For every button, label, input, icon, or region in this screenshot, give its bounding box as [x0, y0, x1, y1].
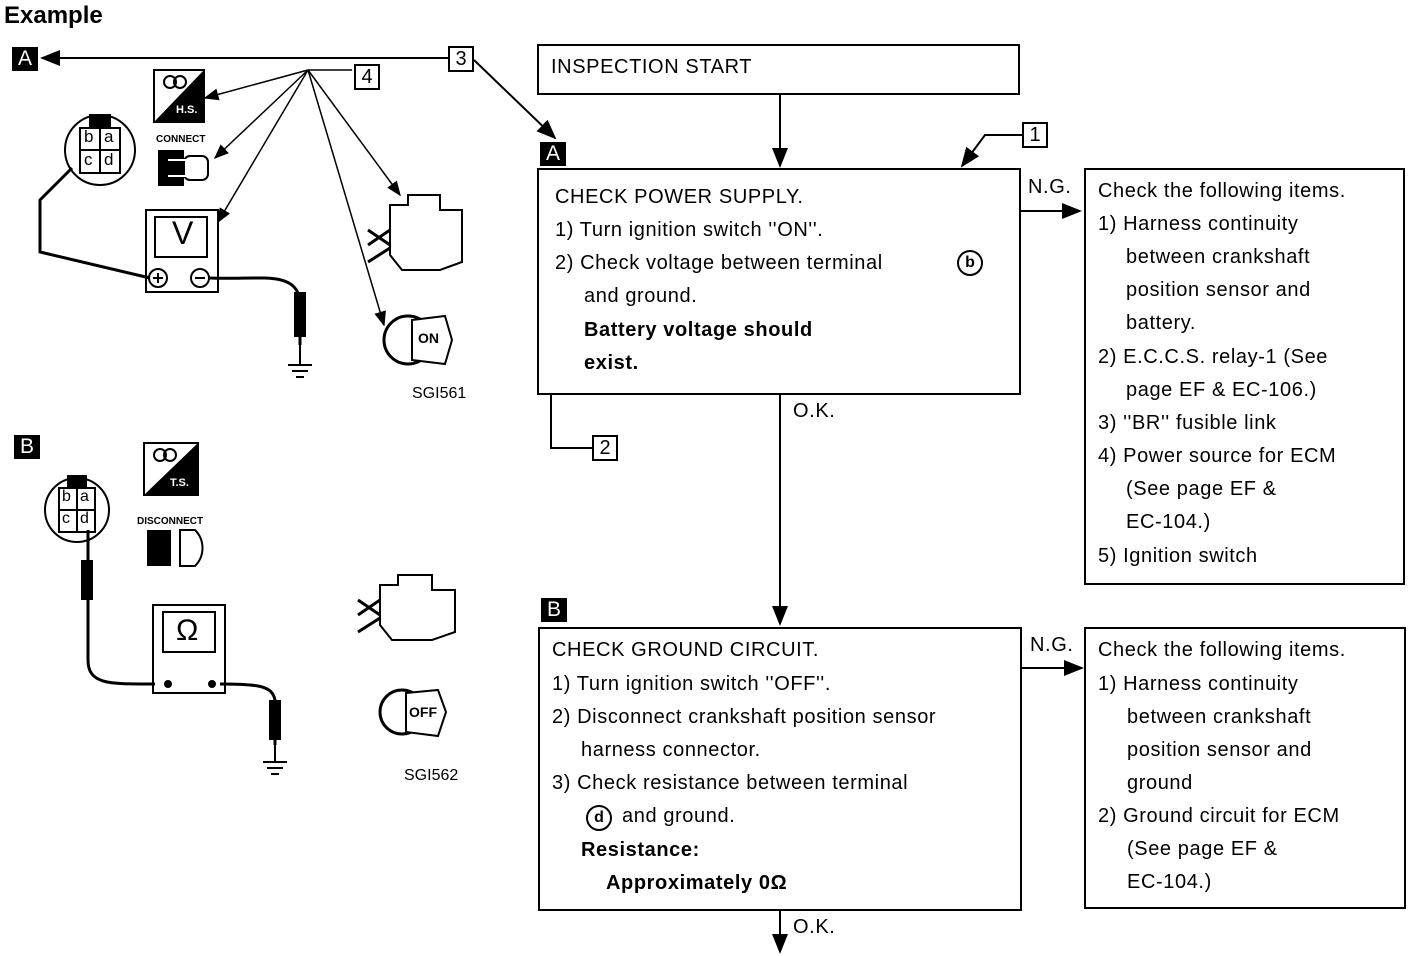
ohmmeter-symbol: Ω — [176, 614, 199, 647]
a-ng-line-9: 4) Power source for ECM — [1098, 445, 1337, 467]
box-b-line-3: 2) Disconnect crankshaft position sensor — [552, 706, 937, 728]
ground-b-icon — [263, 745, 287, 775]
terminal-a-c: c — [84, 150, 93, 169]
check-power-supply-box: CHECK POWER SUPPLY. 1) Turn ignition swi… — [537, 168, 1021, 395]
box-a-line-3: 2) Check voltage between terminal — [555, 252, 883, 274]
b-ng-line-5: ground — [1127, 772, 1193, 794]
key-off-label: OFF — [409, 704, 437, 720]
connect-icon — [158, 150, 209, 186]
box-a-line-1: CHECK POWER SUPPLY. — [555, 186, 804, 208]
probe-b2-tip — [269, 700, 281, 740]
b-ng-line-8: EC-104.) — [1127, 871, 1212, 893]
b-ng-line-3: between crankshaft — [1127, 706, 1312, 728]
probe-a-tip — [294, 292, 306, 337]
check-ground-circuit-box: CHECK GROUND CIRCUIT. 1) Turn ignition s… — [538, 627, 1022, 911]
terminal-b-c: c — [62, 510, 70, 527]
hs-icon — [153, 69, 205, 123]
a-ng-line-2: 1) Harness continuity — [1098, 213, 1299, 235]
a-ng-line-12: 5) Ignition switch — [1098, 545, 1258, 567]
box-b-ng-items: Check the following items. 1) Harness co… — [1084, 627, 1406, 909]
probe-b1-tip — [81, 560, 93, 600]
terminal-b-b: b — [62, 488, 71, 505]
tag-a-left: A — [12, 47, 38, 71]
ignition-key-a-icon — [382, 314, 454, 366]
callout-3: 3 — [448, 46, 474, 72]
callout-1: 1 — [1022, 122, 1048, 148]
box-a-line-4: and ground. — [584, 285, 698, 307]
inspection-start-box: INSPECTION START — [537, 44, 1020, 95]
voltmeter-symbol: V — [172, 215, 194, 251]
callout-3-arrow-right — [473, 59, 557, 140]
terminal-a-d: d — [104, 150, 114, 169]
terminal-a-a: a — [104, 127, 114, 146]
box-b-line-6: and ground. — [622, 805, 736, 827]
b-ng-line-4: position sensor and — [1127, 739, 1312, 761]
ignition-key-b-icon — [378, 688, 448, 738]
voltmeter-icon — [145, 209, 219, 293]
callout-4-rays — [203, 69, 401, 327]
a-ng-line-3: between crankshaft — [1126, 246, 1311, 268]
a-ng-line-11: EC-104.) — [1126, 511, 1211, 533]
tag-b-left: B — [14, 435, 40, 459]
connector-a-icon — [64, 114, 136, 186]
box-b-line-1: CHECK GROUND CIRCUIT. — [552, 639, 820, 661]
a-ng-line-5: battery. — [1126, 312, 1197, 334]
box-a-ng-label: N.G. — [1028, 176, 1072, 198]
a-ng-line-10: (See page EF & — [1126, 478, 1277, 500]
box-b-ok-label: O.K. — [793, 916, 836, 938]
box-b-line-2: 1) Turn ignition switch ''OFF''. — [552, 673, 831, 695]
hs-label: H.S. — [176, 104, 198, 116]
ts-icon — [143, 442, 199, 496]
engine-a-icon — [367, 194, 463, 271]
box-a-ok-label: O.K. — [793, 400, 836, 422]
tag-b-flow: B — [541, 598, 567, 622]
connect-label: CONNECT — [156, 134, 206, 145]
engine-b-icon — [357, 574, 456, 641]
key-on-label: ON — [418, 330, 439, 346]
probe-wire-b — [86, 530, 277, 745]
terminal-d-circled: d — [586, 805, 612, 831]
a-ng-line-6: 2) E.C.C.S. relay-1 (See — [1098, 346, 1329, 368]
a-ng-line-4: position sensor and — [1126, 279, 1311, 301]
callout-4: 4 — [354, 64, 380, 90]
box-b-spec-2: Approximately 0Ω — [606, 872, 788, 894]
box-a-ng-items: Check the following items. 1) Harness co… — [1084, 168, 1405, 585]
box-b-ng-label: N.G. — [1030, 634, 1074, 656]
ground-a-icon — [288, 345, 312, 378]
inspection-start-label: INSPECTION START — [551, 56, 753, 78]
ts-label: T.S. — [170, 477, 189, 489]
b-ng-line-2: 1) Harness continuity — [1098, 673, 1299, 695]
disconnect-icon — [147, 529, 204, 567]
box-b-line-4: harness connector. — [581, 739, 761, 761]
terminal-b-a: a — [80, 488, 89, 505]
b-ng-line-6: 2) Ground circuit for ECM — [1098, 805, 1340, 827]
disconnect-label: DISCONNECT — [137, 516, 204, 527]
b-ng-line-1: Check the following items. — [1098, 639, 1346, 661]
callout-1-arrow — [960, 134, 1022, 168]
a-ng-line-7: page EF & EC-106.) — [1126, 379, 1317, 401]
box-b-line-5: 3) Check resistance between terminal — [552, 772, 909, 794]
terminal-a-b: b — [84, 127, 94, 146]
b-ng-line-7: (See page EF & — [1127, 838, 1278, 860]
page-title: Example — [4, 2, 103, 29]
box-a-line-2: 1) Turn ignition switch ''ON''. — [555, 219, 824, 241]
tag-a-flow: A — [540, 142, 566, 166]
connector-b-icon — [44, 475, 110, 543]
ohmmeter-icon — [152, 604, 226, 694]
terminal-b-d: d — [80, 510, 89, 527]
callout-2: 2 — [592, 435, 618, 461]
terminal-b-circled: b — [957, 250, 983, 276]
figure-a-code: SGI561 — [412, 385, 467, 402]
a-ng-line-8: 3) ''BR'' fusible link — [1098, 412, 1277, 434]
figure-b-code: SGI562 — [404, 767, 459, 784]
box-a-spec-2: exist. — [584, 352, 639, 374]
box-a-spec-1: Battery voltage should — [584, 319, 813, 341]
a-ng-line-1: Check the following items. — [1098, 180, 1346, 202]
box-b-spec-1: Resistance: — [581, 839, 700, 861]
